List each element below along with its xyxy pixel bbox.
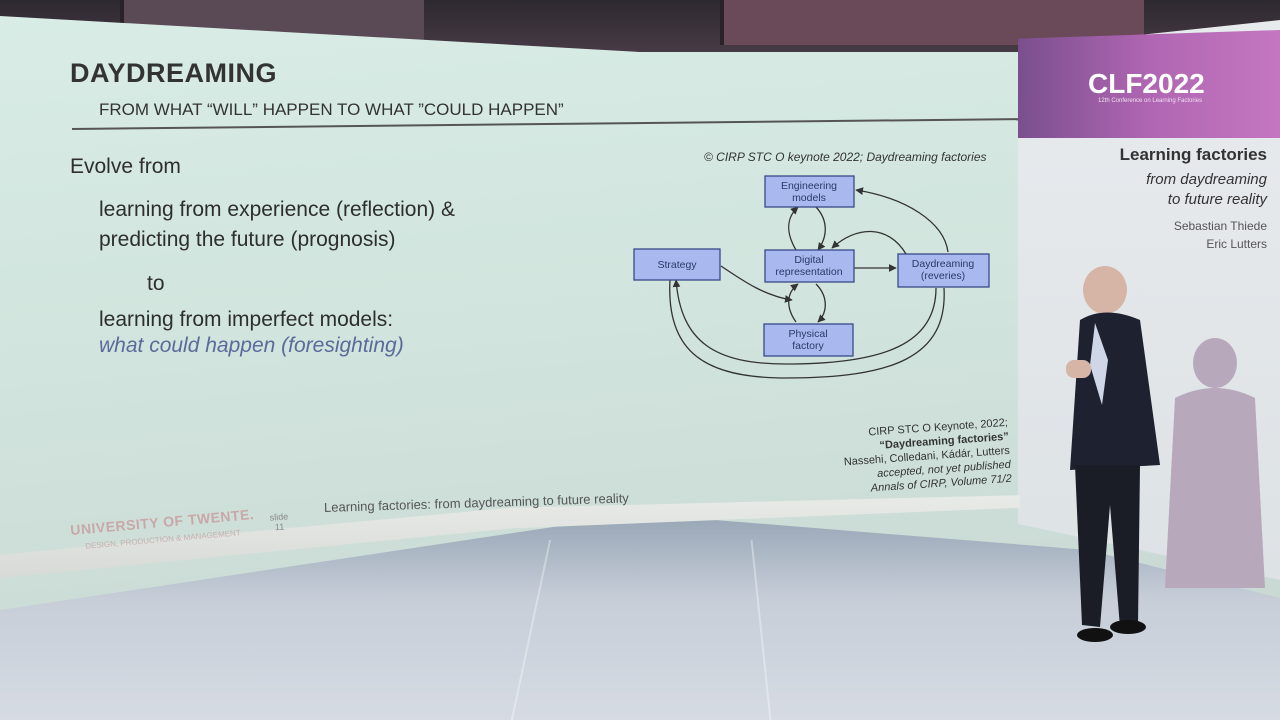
box-physical-label: Physical [788, 328, 827, 340]
arrow-physical-to-digital [788, 283, 799, 323]
text-to: to [147, 272, 165, 295]
author-name: Eric Lutters [1206, 237, 1267, 251]
box-physical [763, 323, 854, 357]
box-digital [764, 249, 855, 283]
box-digital-label: representation [775, 266, 842, 278]
clf-logo: CLF2022 [1088, 68, 1205, 99]
box-daydreaming [897, 253, 990, 288]
arrow-digital-to-engineering [788, 206, 799, 251]
box-digital-label: Digital [794, 254, 823, 266]
box-engineering [764, 175, 855, 208]
side-subtitle: from daydreaming to future reality [1080, 170, 1267, 210]
side-panel-header [1018, 30, 1280, 138]
arrow-daydreaming-to-digital [831, 230, 907, 255]
text-predicting: predicting the future (prognosis) [99, 228, 396, 251]
arrow-strategy-loop-outer [669, 279, 945, 379]
slide-label: slide [269, 511, 289, 523]
box-daydreaming-label: (reveries) [921, 270, 965, 282]
speaker-shadow [1165, 338, 1265, 588]
text-learning-experience: learning from experience (reflection) & [99, 198, 455, 221]
arrow-daydreaming-to-engineering [855, 187, 949, 253]
author-name: Sebastian Thiede [1173, 219, 1267, 233]
side-subtitle-line: to future reality [1167, 191, 1267, 208]
box-daydreaming-label: Daydreaming [912, 258, 975, 270]
box-strategy [633, 248, 721, 281]
daydreaming-diagram: Strategy Engineering models Digital repr… [633, 175, 990, 379]
box-engineering-label: models [792, 192, 826, 204]
reference-block: CIRP STC O Keynote, 2022; “Daydreaming f… [828, 416, 1012, 498]
clf-logo-subtitle: 12th Conference on Learning Factories [1098, 98, 1203, 104]
arrow-engineering-to-digital [815, 206, 826, 251]
diagram-credit: © CIRP STC O keynote 2022; Daydreaming f… [704, 150, 987, 164]
box-strategy-label: Strategy [657, 259, 697, 271]
side-subtitle-line: from daydreaming [1146, 171, 1267, 188]
text-imperfect-models: learning from imperfect models: [99, 308, 394, 331]
box-engineering-label: Engineering [781, 180, 837, 192]
slide-subtitle: FROM WHAT “WILL” HAPPEN TO WHAT ”COULD H… [99, 100, 564, 119]
side-title: Learning factories [1119, 145, 1267, 164]
slide-number-block: slide 11 [269, 511, 289, 532]
box-physical-label: factory [792, 340, 824, 352]
arrow-strategy-to-digital [720, 265, 793, 303]
slide-title: DAYDREAMING [70, 58, 278, 88]
text-foresighting: what could happen (foresighting) [99, 334, 404, 357]
text-evolve: Evolve from [70, 155, 181, 178]
arrow-daydreaming-to-strategy-inner [672, 279, 937, 365]
slide-number: 11 [274, 521, 285, 533]
arrow-digital-to-physical [815, 283, 826, 323]
speaker-figure [1066, 266, 1160, 642]
